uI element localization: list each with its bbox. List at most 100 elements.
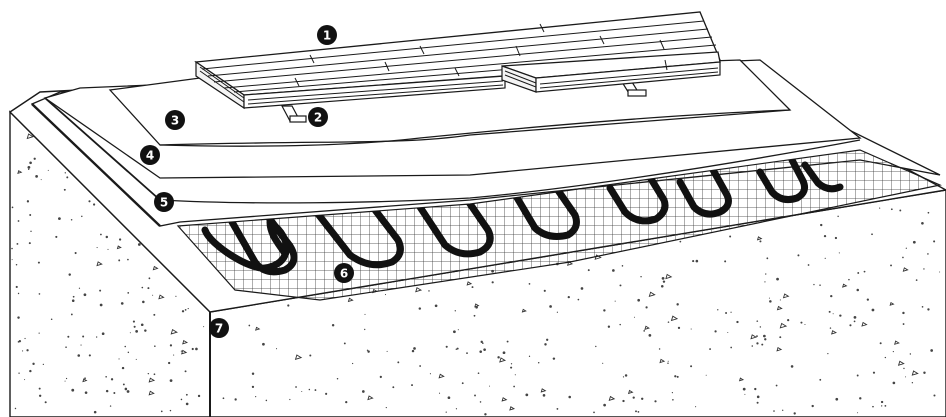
aggregate-speck [871,308,875,312]
aggregate-speck [797,254,800,257]
aggregate-speck [95,336,98,338]
aggregate-speck [148,277,151,280]
aggregate-speck [612,269,615,272]
aggregate-speck [890,264,892,267]
aggregate-speck [11,206,14,209]
aggregate-speck [84,377,86,380]
aggregate-speck [804,323,806,326]
aggregate-speck [153,313,156,316]
aggregate-speck [645,306,648,309]
aggregate-speck [603,309,606,312]
aggregate-speck [455,348,458,351]
aggregate-speck [894,340,900,345]
aggregate-speck [308,388,311,391]
aggregate-speck [717,309,719,311]
aggregate-speck [690,365,693,368]
aggregate-speck [445,345,448,348]
aggregate-speck [58,217,61,220]
aggregate-speck [191,347,194,351]
aggregate-speck [345,401,348,404]
aggregate-speck [251,372,255,376]
aggregate-speck [820,223,823,227]
aggregate-speck [768,297,771,299]
aggregate-speck [110,378,114,381]
marker-2: 2 [308,107,328,127]
aggregate-speck [352,362,354,365]
aggregate-speck [64,380,66,382]
aggregate-speck [80,344,82,346]
aggregate-speck [180,350,183,352]
aggregate-speck [705,374,707,376]
aggregate-speck [614,300,616,302]
aggregate-speck [483,348,486,351]
aggregate-speck [819,378,822,381]
aggregate-speck [502,351,506,355]
aggregate-speck [175,295,177,297]
aggregate-speck [367,395,374,401]
aggregate-speck [364,328,366,331]
aggregate-speck [477,372,480,375]
aggregate-speck [65,377,68,380]
aggregate-speck [738,377,745,382]
aggregate-speck [120,302,124,305]
aggregate-speck [480,340,483,344]
marker-4-label: 4 [146,149,154,163]
aggregate-speck [556,311,558,313]
aggregate-speck [413,347,416,350]
aggregate-speck [644,325,650,330]
aggregate-speck [385,406,387,409]
aggregate-speck [17,170,23,174]
aggregate-speck [71,299,75,303]
aggregate-speck [568,395,571,399]
aggregate-speck [418,307,422,310]
aggregate-speck [466,352,468,355]
aggregate-speck [853,316,857,319]
aggregate-speck [180,398,183,401]
aggregate-speck [170,328,178,335]
aggregate-speck [853,320,856,323]
aggregate-speck [776,305,783,311]
aggregate-speck [619,323,621,326]
aggregate-speck [148,390,155,396]
aggregate-speck [724,260,727,263]
aggregate-speck [779,336,782,339]
aggregate-speck [800,321,803,324]
aggregate-speck [27,165,31,169]
aggregate-speck [892,381,896,385]
aggregate-speck [27,168,30,171]
aggregate-speck [648,334,652,337]
aggregate-speck [602,362,604,364]
aggregate-speck [879,207,881,209]
aggregate-speck [38,387,41,390]
aggregate-speck [775,384,778,387]
aggregate-speck [879,342,882,345]
aggregate-speck [648,291,656,298]
aggregate-speck [133,325,136,328]
aggregate-speck [158,294,165,300]
aggregate-speck [665,273,673,280]
aggregate-speck [667,360,669,362]
marker-6-label: 6 [340,267,348,281]
aggregate-speck [902,311,905,315]
aggregate-speck [127,292,130,294]
aggregate-speck [759,240,762,243]
aggregate-speck [773,410,775,412]
aggregate-speck [248,324,251,327]
aggregate-speck [872,371,876,374]
aggregate-speck [70,218,73,221]
aggregate-speck [608,395,616,401]
aggregate-speck [933,394,936,397]
aggregate-speck [140,323,144,327]
aggregate-speck [105,389,109,393]
aggregate-speck [74,251,77,255]
aggregate-speck [643,330,645,332]
aggregate-speck [142,300,145,304]
aggregate-speck [129,332,131,334]
aggregate-speck [521,308,527,313]
aggregate-speck [672,398,674,401]
aggregate-speck [17,292,20,295]
aggregate-speck [890,208,893,211]
aggregate-speck [169,344,173,347]
aggregate-speck [641,397,644,401]
